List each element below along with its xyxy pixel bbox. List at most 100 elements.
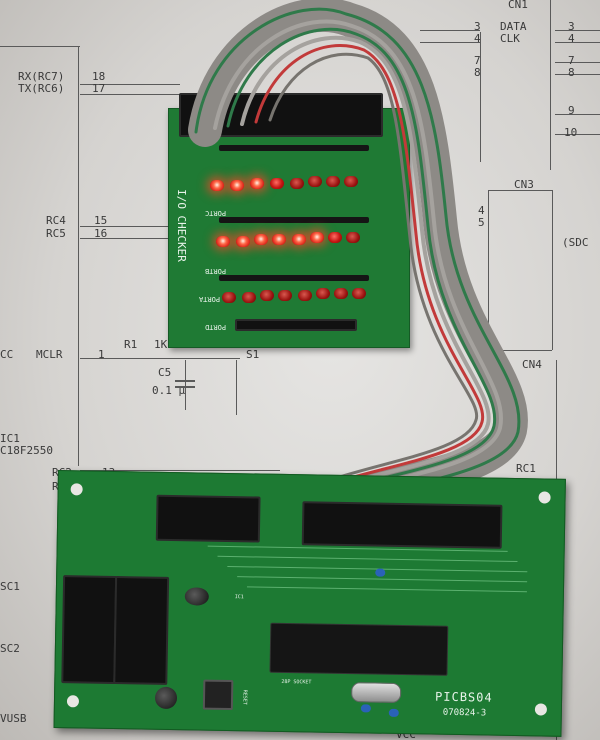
sch-line <box>555 62 600 63</box>
sch-label-pin: 16 <box>94 227 108 240</box>
led <box>290 178 304 189</box>
led <box>272 234 286 245</box>
crystal <box>350 682 402 704</box>
sch-label-r1: R1 <box>124 338 138 351</box>
cable-wire <box>213 19 504 498</box>
sch-label-clk: CLK <box>500 32 520 45</box>
led <box>328 232 342 243</box>
reset-button[interactable] <box>202 679 234 711</box>
sch-line <box>80 226 170 227</box>
sch-line <box>80 84 180 85</box>
sch-label-ic1: IC1 <box>0 432 20 445</box>
box-header-left-1 <box>61 575 118 685</box>
sch-label-pin: 3 <box>474 20 481 33</box>
led <box>292 234 306 245</box>
sch-line <box>555 74 600 75</box>
led <box>298 290 312 301</box>
sch-label-vusb: VUSB <box>0 712 27 725</box>
cable-wire <box>226 27 497 494</box>
sch-line <box>480 32 481 162</box>
led <box>250 178 264 189</box>
sch-label-pin: 5 <box>478 216 485 229</box>
sch-label-sc2: SC2 <box>0 642 20 655</box>
sch-label-pin: 4 <box>568 32 575 45</box>
led <box>346 232 360 243</box>
sch-label-sdc: (SDC <box>562 236 589 249</box>
sch-line <box>236 360 237 415</box>
led <box>278 290 292 301</box>
led <box>230 180 244 191</box>
sch-line <box>0 46 80 47</box>
led <box>270 178 284 189</box>
sch-line <box>80 470 280 471</box>
led <box>308 176 322 187</box>
led <box>326 176 340 187</box>
sch-line <box>555 114 600 115</box>
mounting-hole <box>66 695 80 708</box>
sch-label-rc5: RC5 <box>46 227 66 240</box>
sch-line <box>185 360 186 410</box>
led <box>344 176 358 187</box>
sch-line <box>80 94 180 95</box>
sch-label-pin: 8 <box>568 66 575 79</box>
sch-label-pin: 3 <box>568 20 575 33</box>
sch-line <box>555 30 600 31</box>
capacitor <box>184 587 209 606</box>
box-header-left-2 <box>113 576 170 685</box>
led <box>334 288 348 299</box>
led <box>310 232 324 243</box>
sch-line <box>555 42 600 43</box>
sch-label-pin: 4 <box>474 32 481 45</box>
ceramic-capacitor <box>360 704 371 713</box>
mounting-hole <box>538 491 551 504</box>
sch-label-c5val: 0.1 μ <box>152 384 186 397</box>
box-header-10pin <box>155 494 261 543</box>
pcb-trace <box>217 555 518 563</box>
sch-line <box>175 380 195 382</box>
cable-wire <box>194 7 521 506</box>
ceramic-capacitor <box>388 708 399 717</box>
resistor-array <box>219 145 369 151</box>
sch-label-data: DATA <box>500 20 527 33</box>
sch-label-tx: TX(RC6) <box>18 82 65 95</box>
led <box>222 292 236 303</box>
led <box>242 292 256 303</box>
resistor-array <box>219 275 369 281</box>
sch-label-cc: CC <box>0 348 14 361</box>
cable-wire <box>254 44 485 486</box>
sch-label-rc1: RC1 <box>516 462 536 475</box>
sch-label-sc1: SC1 <box>0 580 20 593</box>
led <box>216 236 230 247</box>
silkscreen-label: RESET <box>241 689 248 705</box>
sch-line <box>555 134 600 135</box>
resistor-array <box>219 217 369 223</box>
led <box>254 234 268 245</box>
checker-bottom-connector <box>235 319 357 331</box>
sch-line <box>80 358 240 359</box>
led <box>352 288 366 299</box>
led <box>236 236 250 247</box>
sch-label-pin: 1 <box>98 348 105 361</box>
capacitor <box>154 686 178 710</box>
pcb-trace <box>237 576 528 583</box>
sch-label-pin: 8 <box>474 66 481 79</box>
sch-label-cn3: CN3 <box>514 178 534 191</box>
sch-label-mclr: MCLR <box>36 348 63 361</box>
ceramic-capacitor <box>375 568 386 577</box>
mounting-hole <box>534 703 547 716</box>
sch-label-cn1: CN1 <box>508 0 528 11</box>
sch-line <box>488 190 489 350</box>
sch-line <box>175 386 195 388</box>
sch-line <box>420 42 480 43</box>
sch-label-pin: 18 <box>92 70 106 83</box>
ribbon-connector <box>301 501 503 549</box>
sch-label-cn4: CN4 <box>522 358 542 371</box>
sch-line <box>78 46 79 466</box>
sch-label-c5: C5 <box>158 366 172 379</box>
silkscreen-label: 28P SOCKET <box>281 678 312 686</box>
sch-line <box>552 190 553 350</box>
mounting-hole <box>70 483 83 496</box>
sch-line <box>488 350 552 351</box>
silkscreen-label: IC1 <box>234 594 244 601</box>
